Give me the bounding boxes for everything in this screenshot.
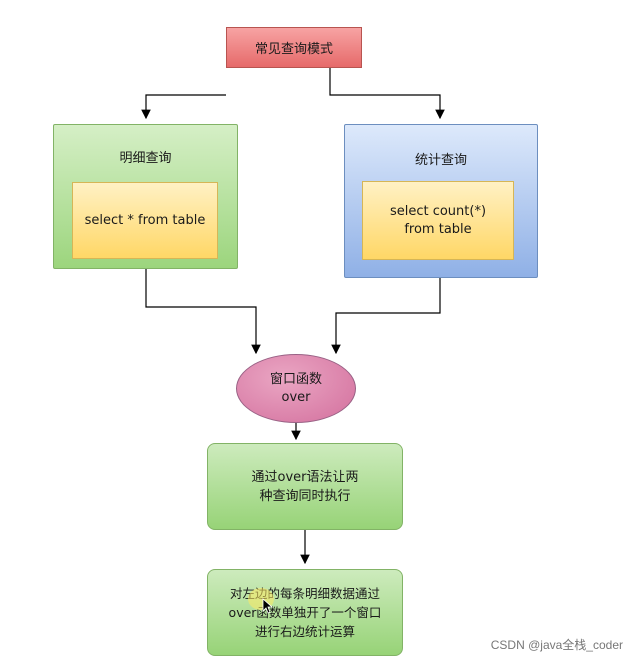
query-modes-label: 常见查询模式 xyxy=(254,42,333,57)
step-window-per-row: 对左边的每条明细数据通过 over函数单独开了一个窗口 进行右边统计运算 xyxy=(207,569,403,656)
edge-top-to-left xyxy=(141,94,226,120)
step-parallel-execution: 通过over语法让两 种查询同时执行 xyxy=(207,443,403,530)
stats-query-title: 统计查询 xyxy=(414,153,467,168)
window-function-label: 窗口函数 xyxy=(269,371,322,387)
edge-left-to-window xyxy=(145,269,261,355)
edge-top-to-right xyxy=(329,68,445,120)
window-function-node: 窗口函数 over xyxy=(236,354,356,423)
step-window-line3: 进行右边统计运算 xyxy=(254,624,355,639)
query-modes-node: 常见查询模式 xyxy=(226,27,362,68)
step-parallel-line2: 种查询同时执行 xyxy=(259,488,351,504)
edge-right-to-window xyxy=(331,278,441,355)
stats-query-sql-text: select count(*) from table xyxy=(389,203,487,237)
csdn-watermark: CSDN @java全栈_coder xyxy=(490,638,623,652)
detail-query-sql-text: select * from table xyxy=(84,212,206,228)
detail-query-title: 明细查询 xyxy=(119,151,172,166)
mouse-cursor-icon xyxy=(262,598,274,614)
step-parallel-line1: 通过over语法让两 xyxy=(251,469,359,485)
stats-query-sql: select count(*) from table xyxy=(362,181,514,260)
window-function-over: over xyxy=(281,389,311,405)
detail-query-sql: select * from table xyxy=(72,182,218,259)
